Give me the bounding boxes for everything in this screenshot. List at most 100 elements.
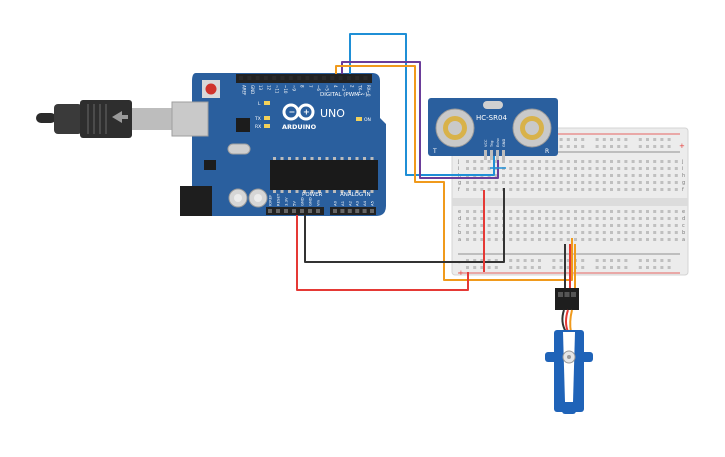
rail-hole[interactable]	[610, 259, 613, 262]
rail-hole[interactable]	[530, 266, 534, 269]
digital-pin[interactable]	[322, 76, 326, 80]
terminal-hole[interactable]	[566, 188, 570, 191]
terminal-hole[interactable]	[588, 181, 592, 184]
terminal-hole[interactable]	[494, 174, 498, 177]
rail-hole[interactable]	[646, 259, 649, 262]
terminal-hole[interactable]	[667, 238, 671, 241]
terminal-hole[interactable]	[595, 160, 599, 163]
digital-pin[interactable]	[330, 76, 335, 80]
terminal-hole[interactable]	[530, 210, 534, 213]
rail-hole[interactable]	[566, 138, 570, 141]
terminal-hole[interactable]	[610, 181, 613, 184]
rail-hole[interactable]	[487, 266, 491, 269]
terminal-hole[interactable]	[602, 188, 606, 191]
terminal-hole[interactable]	[631, 238, 635, 241]
terminal-hole[interactable]	[667, 174, 671, 177]
terminal-hole[interactable]	[595, 210, 599, 213]
terminal-hole[interactable]	[480, 181, 484, 184]
rail-hole[interactable]	[559, 145, 563, 148]
terminal-hole[interactable]	[559, 167, 563, 170]
rail-hole[interactable]	[638, 266, 642, 269]
terminal-hole[interactable]	[602, 210, 606, 213]
sensor-pin[interactable]	[490, 150, 493, 160]
servo-motor[interactable]	[545, 288, 593, 414]
terminal-hole[interactable]	[674, 167, 678, 170]
terminal-hole[interactable]	[595, 231, 599, 234]
terminal-hole[interactable]	[487, 217, 491, 220]
rail-hole[interactable]	[552, 266, 556, 269]
terminal-hole[interactable]	[574, 210, 577, 213]
terminal-hole[interactable]	[660, 224, 664, 227]
terminal-hole[interactable]	[566, 167, 570, 170]
terminal-hole[interactable]	[646, 174, 649, 177]
terminal-hole[interactable]	[660, 210, 664, 213]
terminal-hole[interactable]	[653, 217, 657, 220]
terminal-hole[interactable]	[552, 174, 556, 177]
terminal-hole[interactable]	[653, 231, 657, 234]
terminal-hole[interactable]	[653, 188, 657, 191]
terminal-hole[interactable]	[624, 210, 628, 213]
terminal-hole[interactable]	[480, 167, 484, 170]
bottom-pin[interactable]	[276, 209, 280, 213]
digital-pin[interactable]	[346, 76, 351, 80]
terminal-hole[interactable]	[552, 210, 556, 213]
digital-pin[interactable]	[363, 76, 368, 80]
terminal-hole[interactable]	[559, 238, 563, 241]
terminal-hole[interactable]	[494, 224, 498, 227]
terminal-hole[interactable]	[538, 224, 541, 227]
terminal-hole[interactable]	[473, 238, 477, 241]
rail-hole[interactable]	[466, 266, 469, 269]
terminal-hole[interactable]	[631, 217, 635, 220]
terminal-hole[interactable]	[660, 231, 664, 234]
terminal-hole[interactable]	[667, 217, 671, 220]
terminal-hole[interactable]	[545, 231, 549, 234]
bottom-pin[interactable]	[308, 209, 312, 213]
rail-hole[interactable]	[667, 138, 671, 141]
terminal-hole[interactable]	[667, 231, 671, 234]
terminal-hole[interactable]	[653, 224, 657, 227]
rail-hole[interactable]	[624, 266, 628, 269]
terminal-hole[interactable]	[559, 188, 563, 191]
terminal-hole[interactable]	[581, 167, 585, 170]
terminal-hole[interactable]	[516, 167, 520, 170]
terminal-hole[interactable]	[545, 167, 549, 170]
terminal-hole[interactable]	[581, 224, 585, 227]
terminal-hole[interactable]	[473, 210, 477, 213]
terminal-hole[interactable]	[473, 160, 477, 163]
terminal-hole[interactable]	[595, 167, 599, 170]
terminal-hole[interactable]	[516, 210, 520, 213]
terminal-hole[interactable]	[638, 238, 642, 241]
terminal-hole[interactable]	[653, 167, 657, 170]
terminal-hole[interactable]	[602, 174, 606, 177]
terminal-hole[interactable]	[566, 238, 570, 241]
terminal-hole[interactable]	[530, 188, 534, 191]
terminal-hole[interactable]	[473, 188, 477, 191]
terminal-hole[interactable]	[624, 217, 628, 220]
terminal-hole[interactable]	[466, 210, 469, 213]
terminal-hole[interactable]	[631, 231, 635, 234]
digital-pin[interactable]	[355, 76, 360, 80]
terminal-hole[interactable]	[530, 167, 534, 170]
rail-hole[interactable]	[660, 138, 664, 141]
digital-pin[interactable]	[255, 76, 260, 80]
terminal-hole[interactable]	[559, 231, 563, 234]
terminal-hole[interactable]	[487, 224, 491, 227]
terminal-hole[interactable]	[638, 160, 642, 163]
terminal-hole[interactable]	[638, 167, 642, 170]
rail-hole[interactable]	[466, 259, 469, 262]
terminal-hole[interactable]	[530, 224, 534, 227]
rail-hole[interactable]	[516, 266, 520, 269]
terminal-hole[interactable]	[509, 231, 513, 234]
terminal-hole[interactable]	[466, 231, 469, 234]
rail-hole[interactable]	[473, 266, 477, 269]
rail-hole[interactable]	[667, 259, 671, 262]
terminal-hole[interactable]	[624, 174, 628, 177]
terminal-hole[interactable]	[610, 224, 613, 227]
terminal-hole[interactable]	[466, 160, 469, 163]
terminal-hole[interactable]	[487, 238, 491, 241]
rail-hole[interactable]	[646, 145, 649, 148]
terminal-hole[interactable]	[631, 210, 635, 213]
terminal-hole[interactable]	[653, 238, 657, 241]
rail-hole[interactable]	[566, 266, 570, 269]
